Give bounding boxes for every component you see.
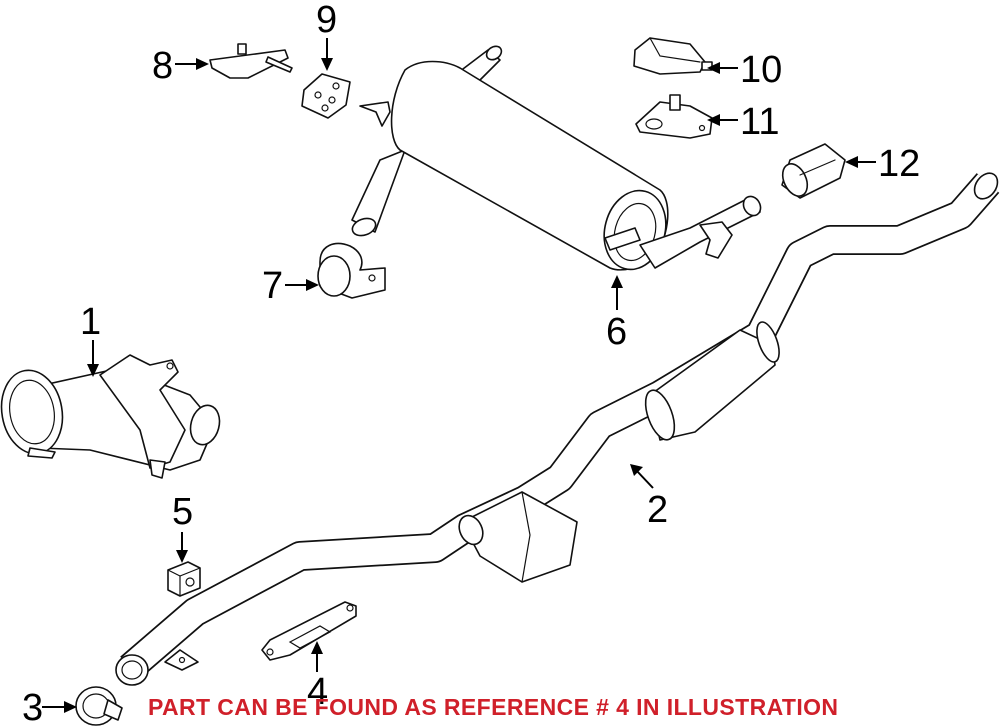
heat-shield-bracket [635,94,713,139]
callout-number: 7 [262,265,283,307]
callout-number: 1 [80,301,101,343]
actuator [633,37,713,75]
tail-pipe-tip [781,143,846,199]
support-bracket [261,601,357,661]
callout-1: 1 [80,301,101,377]
callout-number: 6 [606,311,627,353]
callout-9: 9 [316,0,337,71]
callout-number: 3 [22,687,43,728]
callout-number: 8 [152,45,173,87]
callout-number: 12 [878,143,920,185]
callout-number: 5 [172,491,193,533]
callout-number: 2 [647,489,668,531]
callout-11: 11 [707,101,779,143]
callout-number: 10 [740,49,782,91]
callout-12: 12 [845,143,920,185]
callout-5: 5 [172,491,193,563]
callout-6: 6 [606,275,627,353]
hanger [317,242,386,299]
callout-8: 8 [152,45,209,87]
callout-7: 7 [262,265,319,307]
bracket [209,43,293,79]
callout-3: 3 [22,687,77,728]
callout-4: 4 [307,641,328,713]
insulator [301,73,351,119]
callout-number: 11 [740,101,779,143]
catalytic-converter [0,354,221,479]
reference-notice: PART CAN BE FOUND AS REFERENCE # 4 IN IL… [148,694,839,720]
clamp [75,686,123,726]
callout-number: 9 [316,0,337,41]
intermediate-pipe [115,172,1000,686]
callout-number: 4 [307,671,328,713]
rear-muffler [351,45,762,271]
rubber-mount [167,561,201,597]
callout-10: 10 [707,49,782,91]
callout-2: 2 [630,464,668,531]
